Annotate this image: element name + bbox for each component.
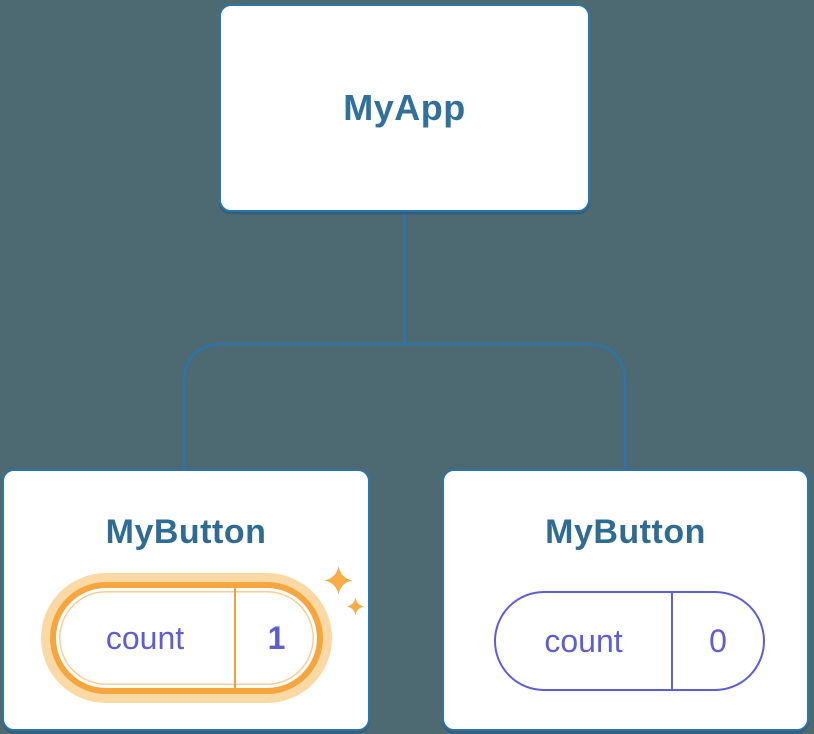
state-pill-normal: count 0 (494, 591, 765, 691)
state-label: count (105, 619, 185, 656)
state-value: 1 (267, 619, 286, 656)
pill-divider (234, 588, 236, 688)
state-value: 0 (709, 622, 727, 659)
node-mybutton-right: MyButton count 0 (442, 469, 809, 731)
node-mybutton-left: MyButton count 1 (2, 469, 370, 731)
pill-divider (671, 593, 673, 689)
node-mybutton-right-title: MyButton (545, 513, 706, 551)
state-label: count (544, 622, 623, 659)
node-myapp-title: MyApp (343, 87, 466, 128)
node-myapp: MyApp (219, 4, 590, 212)
sparkle-icon (346, 597, 365, 616)
node-mybutton-left-title: MyButton (105, 513, 267, 551)
state-pill-highlighted: count 1 (50, 582, 323, 694)
sparkle-icon (324, 566, 353, 595)
